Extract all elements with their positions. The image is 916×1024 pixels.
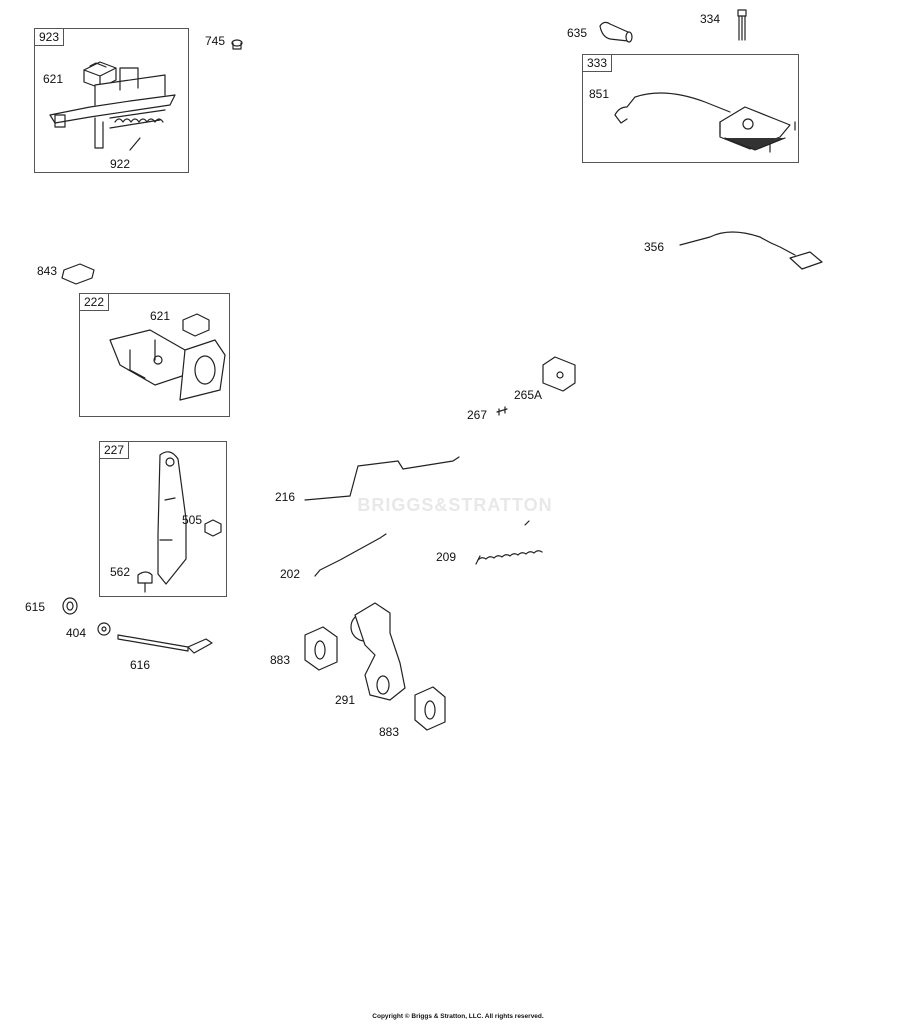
- ignition-armature-drawing: [614, 92, 796, 153]
- assembly-box-923: 923: [34, 28, 189, 173]
- callout-505: 505: [182, 513, 203, 527]
- callout-745: 745: [205, 34, 226, 48]
- assembly-number: 923: [35, 29, 65, 46]
- assembly-box-333: 333: [582, 54, 799, 163]
- callout-202: 202: [280, 567, 301, 581]
- mounting-bracket-291-drawing: [350, 602, 406, 701]
- bolt-334-drawing: [737, 9, 747, 41]
- insulator-drawing: [61, 263, 95, 285]
- assembly-box-227: 227: [99, 441, 227, 597]
- callout-562: 562: [110, 565, 131, 579]
- callout-851: 851: [589, 87, 610, 101]
- washer-404-drawing: [97, 622, 111, 636]
- callout-621: 621: [43, 72, 64, 86]
- shaft-616-drawing: [117, 634, 213, 654]
- callout-616: 616: [130, 658, 151, 672]
- anchor-block-drawing: [542, 356, 576, 392]
- callout-291: 291: [335, 693, 356, 707]
- lock-washer-drawing: [62, 597, 78, 615]
- governor-spring-drawing: [475, 520, 543, 565]
- assembly-box-222: 222: [79, 293, 230, 417]
- callout-922: 922: [110, 157, 131, 171]
- governor-link-drawing: [304, 456, 460, 501]
- ground-wire-drawing: [679, 231, 823, 270]
- gasket-883-drawing-left: [304, 626, 338, 671]
- screw-267-drawing: [496, 406, 508, 416]
- callout-843: 843: [37, 264, 58, 278]
- control-bracket-drawing: [49, 61, 176, 151]
- callout-635: 635: [567, 26, 588, 40]
- screw-745-drawing: [231, 39, 243, 50]
- assembly-number: 222: [80, 294, 110, 311]
- assembly-number: 333: [583, 55, 613, 72]
- gasket-883-drawing-right: [414, 686, 446, 731]
- choke-link-drawing: [314, 533, 387, 577]
- callout-404: 404: [66, 626, 87, 640]
- spark-plug-boot-drawing: [599, 21, 633, 43]
- callout-334: 334: [700, 12, 721, 26]
- callout-883: 883: [379, 725, 400, 739]
- callout-621: 621: [150, 309, 171, 323]
- governor-bracket-drawing: [109, 313, 226, 401]
- callout-265a: 265A: [514, 388, 543, 402]
- callout-883: 883: [270, 653, 291, 667]
- assembly-number: 227: [100, 442, 130, 459]
- callout-615: 615: [25, 600, 46, 614]
- copyright-notice: Copyright © Briggs & Stratton, LLC. All …: [372, 1013, 544, 1020]
- callout-209: 209: [436, 550, 457, 564]
- brand-watermark: BRIGGS&STRATTON: [357, 495, 553, 515]
- control-lever-drawing: [137, 451, 222, 593]
- callout-356: 356: [644, 240, 665, 254]
- callout-267: 267: [467, 408, 488, 422]
- callout-216: 216: [275, 490, 296, 504]
